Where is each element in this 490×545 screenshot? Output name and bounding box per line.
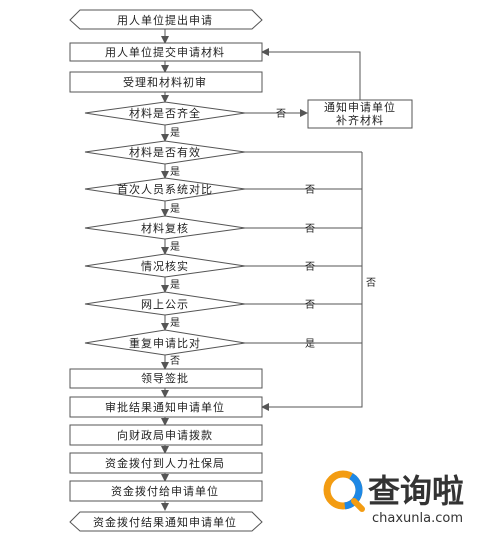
no-label-publicity: 否	[305, 299, 315, 311]
repeat-compare-diamond	[84, 329, 246, 356]
watermark-brand: 查询啦	[368, 472, 464, 510]
complete-diamond	[84, 101, 246, 126]
verify-label: 情况核实	[141, 259, 189, 273]
publicity-diamond	[84, 291, 246, 316]
review-label: 材料复核	[141, 221, 189, 235]
yes-label-4: 是	[170, 241, 180, 253]
receive-label: 受理和材料初审	[123, 75, 207, 89]
submit-box	[69, 42, 263, 62]
no-label-first-compare: 否	[305, 184, 315, 196]
funds-unit-label: 资金拨付给申请单位	[111, 484, 219, 498]
watermark: 查询啦 chaxunla.com	[323, 470, 464, 526]
notify-supplement-line2: 补齐材料	[336, 113, 384, 127]
notify-result-label: 审批结果通知申请单位	[105, 400, 225, 414]
repeat-compare-label: 重复申请比对	[129, 336, 201, 350]
publicity-label: 网上公示	[141, 298, 189, 311]
valid-diamond	[84, 140, 246, 165]
complete-label: 材料是否齐全	[129, 106, 201, 120]
verify-diamond	[84, 253, 246, 278]
funds-bureau-box	[69, 452, 263, 474]
no-label-trunk: 否	[366, 277, 376, 289]
start-shape	[69, 9, 263, 30]
no-label-verify: 否	[305, 261, 315, 273]
yes-label-1: 是	[170, 127, 180, 139]
notify-result-box	[69, 396, 263, 418]
notify-supplement-box	[307, 99, 413, 129]
no-label-repeat: 否	[170, 355, 180, 367]
no-label-complete: 否	[276, 108, 286, 120]
yes-label-2: 是	[170, 166, 180, 178]
valid-label: 材料是否有效	[129, 145, 201, 159]
yes-label-5: 是	[170, 279, 180, 291]
funds-unit-box	[69, 480, 263, 502]
submit-label: 用人单位提交申请材料	[105, 45, 225, 59]
yes-label-3: 是	[170, 203, 180, 215]
finance-label: 向财政局申请拨款	[117, 428, 213, 442]
end-shape	[69, 511, 263, 532]
finance-box	[69, 424, 263, 446]
leader-box	[69, 368, 263, 389]
first-compare-diamond	[84, 177, 246, 202]
start-label: 用人单位提出申请	[117, 13, 213, 27]
review-diamond	[84, 215, 246, 240]
notify-supplement-line1: 通知申请单位	[324, 100, 396, 114]
receive-box	[69, 71, 263, 93]
watermark-url: chaxunla.com	[372, 511, 463, 526]
end-label: 资金拨付结果通知申请单位	[93, 515, 237, 529]
no-label-review: 否	[305, 223, 315, 235]
funds-bureau-label: 资金拨付到人力社保局	[105, 456, 225, 470]
yes-label-repeat: 是	[305, 338, 315, 350]
yes-label-6: 是	[170, 317, 180, 329]
leader-label: 领导签批	[141, 371, 189, 385]
connectors	[161, 29, 363, 511]
first-compare-label: 首次人员系统对比	[117, 182, 213, 196]
